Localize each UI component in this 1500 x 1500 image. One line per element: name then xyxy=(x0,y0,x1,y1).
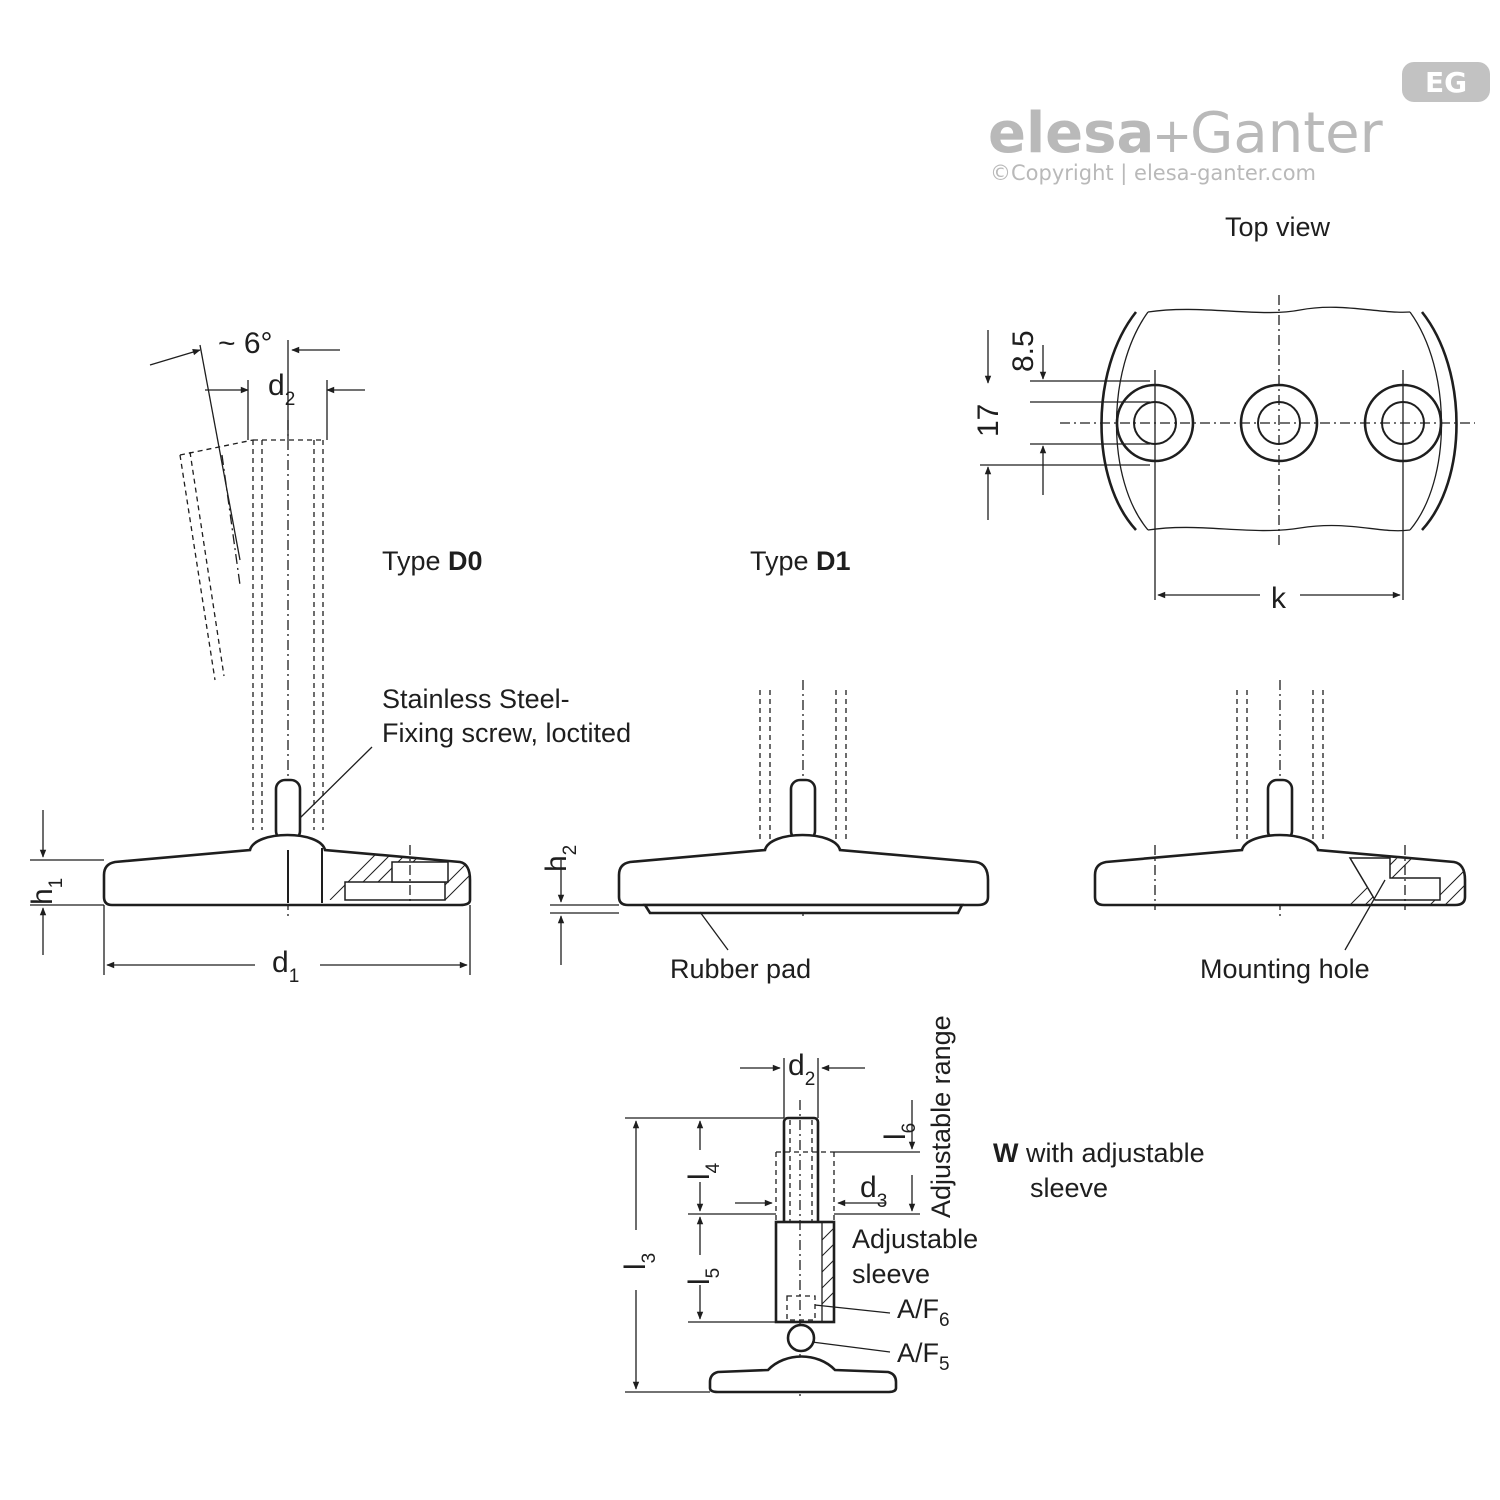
threaded-stud-d1 xyxy=(789,778,817,842)
ball-joint xyxy=(786,1323,816,1353)
screw-callout-line1: Stainless Steel- xyxy=(382,684,570,714)
type-w-view: d2 d3 l3 l4 l5 l6 Adjustable range Adjus… xyxy=(619,1015,1205,1400)
brand-plus: + xyxy=(1152,108,1192,164)
dim-d2-w: d2 xyxy=(788,1049,815,1090)
adjustable-sleeve xyxy=(774,1220,836,1324)
dim-8-5: 8.5 xyxy=(1007,330,1040,372)
top-view: Top view k xyxy=(972,212,1475,615)
brand-ganter: Ganter xyxy=(1190,101,1384,166)
dim-l6: l6 xyxy=(879,1123,920,1140)
dim-h1: h1 xyxy=(26,878,67,905)
dim-d2-top: d2 xyxy=(268,369,295,410)
type-d0-label: Type D0 xyxy=(382,546,483,576)
top-view-title: Top view xyxy=(1225,212,1331,242)
dim-l4: l4 xyxy=(683,1162,724,1180)
base-d1 xyxy=(617,833,990,907)
dim-angle: ~ 6° xyxy=(218,327,273,360)
adjustable-range-label: Adjustable range xyxy=(926,1015,956,1218)
threaded-stud-mh xyxy=(1266,778,1294,842)
dim-l5: l5 xyxy=(683,1268,724,1285)
type-d0-view: Type D0 ~ 6° d2 xyxy=(26,327,631,987)
elesa-ganter-logo: EG elesa + Ganter ©Copyright | elesa-gan… xyxy=(988,62,1490,186)
fixing-screw xyxy=(274,778,302,842)
dim-d1: d1 xyxy=(272,946,299,987)
eg-badge-text: EG xyxy=(1425,66,1467,99)
dim-l3: l3 xyxy=(619,1253,660,1270)
rubber-pad xyxy=(642,903,965,915)
w-threaded-stud xyxy=(782,1116,820,1230)
eg-badge xyxy=(1402,62,1490,102)
screw-callout-line2: Fixing screw, loctited xyxy=(382,718,631,748)
af6-label: A/F6 xyxy=(897,1294,950,1331)
type-w-label-line1: W with adjustable xyxy=(993,1138,1205,1168)
adj-sleeve-callout-line1: Adjustable xyxy=(852,1224,978,1254)
dim-d3: d3 xyxy=(860,1171,887,1212)
adj-sleeve-callout-line2: sleeve xyxy=(852,1259,930,1289)
brand-elesa: elesa xyxy=(988,101,1154,166)
rubber-pad-callout: Rubber pad xyxy=(670,954,811,984)
dim-17: 17 xyxy=(972,404,1005,437)
type-w-label-line2: sleeve xyxy=(1030,1173,1108,1203)
af5-label: A/F5 xyxy=(897,1338,950,1375)
dim-k: k xyxy=(1271,582,1287,615)
type-d1-label: Type D1 xyxy=(750,546,851,576)
copyright-text: ©Copyright | elesa-ganter.com xyxy=(990,161,1316,186)
mounting-hole-view: Mounting hole xyxy=(1093,680,1467,984)
base-w xyxy=(708,1355,898,1394)
type-d1-view: Type D1 h2 Rubber pad xyxy=(540,546,990,984)
mounting-hole-callout: Mounting hole xyxy=(1200,954,1370,984)
dim-h2: h2 xyxy=(540,845,581,872)
